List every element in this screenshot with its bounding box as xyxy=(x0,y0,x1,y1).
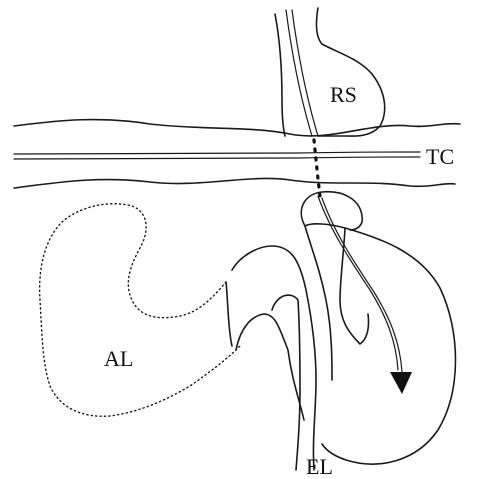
transit-dots xyxy=(314,140,320,196)
arrowhead-icon xyxy=(390,372,412,394)
al-outline xyxy=(40,204,240,417)
upper-bulb xyxy=(301,192,362,230)
rs-structure xyxy=(275,8,385,136)
label-tc: TC xyxy=(426,144,454,169)
tc-structure xyxy=(14,120,460,188)
label-el: EL xyxy=(306,454,333,479)
label-al: AL xyxy=(104,346,133,371)
label-rs: RS xyxy=(330,82,357,107)
el-structure xyxy=(226,226,369,470)
